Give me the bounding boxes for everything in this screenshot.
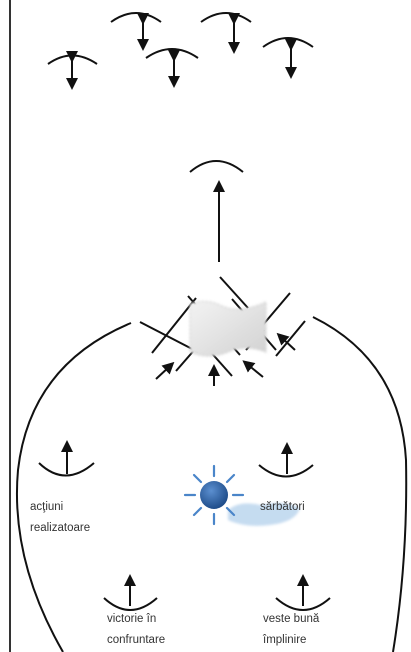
up-arrow-arc-icon-victory	[103, 574, 158, 611]
label-actions: acţiuni realizatoare	[30, 497, 90, 539]
blurred-patch-icon	[189, 300, 267, 357]
label-celebrations: sărbători	[260, 497, 305, 518]
label-victory: victorie în confruntare	[107, 609, 165, 651]
up-arrow-arc-icon-actions	[38, 440, 95, 477]
label-good-news: veste bună împlinire	[263, 609, 319, 651]
label-good-news-line2: împlinire	[263, 634, 307, 646]
label-celebrations-line1: sărbători	[260, 501, 305, 513]
left-border-line	[9, 0, 11, 652]
double-arrow-arc-icon	[110, 12, 162, 51]
double-arrow-arc-icon	[262, 37, 314, 79]
label-actions-line2: realizatoare	[30, 522, 91, 534]
label-victory-line2: confruntare	[107, 634, 166, 646]
enclosing-arcs	[15, 316, 408, 652]
up-arrow-arc-icon-celebrations	[258, 442, 314, 478]
label-actions-line1: acţiuni	[30, 501, 64, 513]
top-arrow-group	[47, 12, 314, 90]
label-good-news-line1: veste bună	[263, 613, 320, 625]
sun-icon	[183, 464, 300, 526]
central-up-arrow	[189, 160, 244, 262]
up-arrow-arc-icon-good-news	[275, 574, 331, 611]
double-arrow-arc-icon	[145, 48, 199, 88]
patch-pointer-arrows	[155, 332, 296, 386]
double-arrow-arc-icon	[47, 51, 98, 90]
double-arrow-arc-icon	[200, 12, 252, 54]
label-victory-line1: victorie în	[107, 613, 157, 625]
